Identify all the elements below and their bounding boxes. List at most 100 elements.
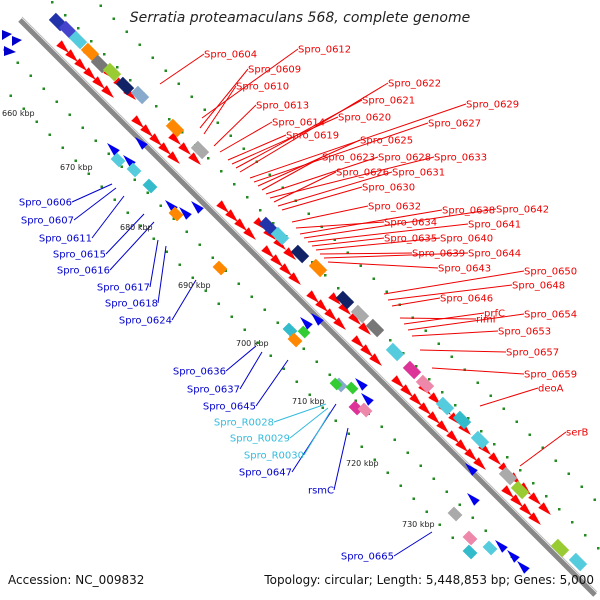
gene-label[interactable]: Spro_0648: [512, 281, 565, 292]
tick-dot: [354, 399, 357, 402]
tick-dot: [113, 198, 116, 201]
gene-label[interactable]: rimI: [476, 315, 496, 326]
gene-label[interactable]: Spro_0628: [378, 153, 431, 164]
gene-label[interactable]: Spro_0610: [236, 82, 289, 93]
gene-label[interactable]: Spro_0632: [368, 202, 421, 213]
gene-label[interactable]: Spro_0645: [203, 402, 256, 413]
tick-dot: [315, 360, 318, 363]
gene-label[interactable]: Spro_0637: [187, 385, 240, 396]
gene-label[interactable]: Spro_0620: [338, 113, 391, 124]
tick-dot: [424, 329, 427, 332]
leader-line: [399, 317, 477, 320]
tick-dot: [243, 328, 246, 331]
gene-label[interactable]: Spro_0611: [39, 234, 92, 245]
leader-line: [105, 213, 145, 255]
gene-label[interactable]: Spro_R0028: [214, 418, 274, 429]
gene-label[interactable]: Spro_0630: [362, 183, 415, 194]
gene-label[interactable]: serB: [566, 428, 588, 439]
forward-gene: [400, 384, 413, 397]
gene-label[interactable]: Spro_0639: [412, 249, 465, 260]
tick-dot: [116, 66, 119, 69]
tick-dot: [146, 191, 149, 194]
forward-gene: [328, 292, 341, 305]
gene-label[interactable]: Spro_0629: [466, 100, 519, 111]
forward-gene: [261, 245, 274, 258]
gene-label[interactable]: Spro_0634: [384, 218, 437, 229]
gene-label[interactable]: Spro_0633: [434, 153, 487, 164]
gene-label[interactable]: Spro_0657: [506, 348, 559, 359]
gene-label[interactable]: Spro_0644: [468, 249, 521, 260]
gene-label[interactable]: Spro_0646: [440, 294, 493, 305]
gene-label[interactable]: Spro_0659: [524, 370, 577, 381]
gene-label[interactable]: Spro_0638: [442, 206, 495, 217]
gene-label[interactable]: Spro_0621: [362, 96, 415, 107]
gene-label[interactable]: Spro_0631: [392, 168, 445, 179]
tick-dot: [467, 417, 470, 420]
tick-dot: [406, 451, 409, 454]
gene-label[interactable]: Spro_0607: [21, 216, 74, 227]
gene-label[interactable]: Spro_0622: [388, 79, 441, 90]
gene-label[interactable]: Spro_0627: [428, 119, 481, 130]
gene-label[interactable]: Spro_0619: [286, 131, 339, 142]
gene-block: [110, 152, 126, 168]
gene-label[interactable]: Spro_0617: [97, 283, 150, 294]
gene-label[interactable]: rsmC: [308, 486, 334, 497]
tick-dot: [307, 212, 310, 215]
gene-label[interactable]: Spro_0623: [322, 153, 375, 164]
gene-block: [462, 530, 478, 546]
gene-label[interactable]: Spro_0624: [119, 316, 172, 327]
gene-label[interactable]: Spro_0653: [498, 327, 551, 338]
leader-line: [199, 68, 249, 129]
gene-label[interactable]: Spro_0618: [105, 299, 158, 310]
forward-gene: [338, 302, 351, 315]
gene-label[interactable]: Spro_0609: [248, 65, 301, 76]
gene-label[interactable]: Spro_0636: [173, 367, 226, 378]
gene-label[interactable]: Spro_0614: [272, 118, 325, 129]
gene-label[interactable]: Spro_R0029: [230, 434, 290, 445]
leader-line: [109, 221, 155, 271]
leader-line: [91, 195, 125, 239]
gene-label[interactable]: Spro_0641: [468, 220, 521, 231]
gene-label[interactable]: Spro_0612: [298, 45, 351, 56]
gene-label[interactable]: Spro_0665: [341, 552, 394, 563]
tick-dot: [268, 173, 271, 176]
gene-label[interactable]: Spro_0616: [57, 266, 110, 277]
gene-label[interactable]: Spro_0643: [438, 264, 491, 275]
gene-label[interactable]: Spro_0635: [384, 234, 437, 245]
forward-gene: [56, 40, 69, 53]
gene-block: [287, 332, 303, 348]
leader-line: [157, 245, 167, 304]
gene-label[interactable]: Spro_0640: [440, 234, 493, 245]
forward-gene: [131, 115, 144, 128]
genome-summary-text: Topology: circular; Length: 5,448,853 bp…: [264, 573, 594, 587]
gene-label[interactable]: deoA: [538, 384, 564, 395]
gene-label[interactable]: Spro_R0030: [244, 451, 304, 462]
gene-label[interactable]: Spro_0642: [496, 205, 549, 216]
gene-label[interactable]: Spro_0647: [239, 468, 292, 479]
gene-label[interactable]: Spro_0613: [256, 101, 309, 112]
forward-gene: [234, 218, 247, 231]
tick-dot: [207, 157, 210, 160]
tick-dot: [276, 321, 279, 324]
gene-label[interactable]: Spro_0615: [53, 250, 106, 261]
tick-dot: [181, 131, 184, 134]
forward-gene: [510, 494, 523, 507]
gene-label[interactable]: Spro_0654: [524, 310, 577, 321]
tick-dot: [584, 534, 587, 537]
gene-label[interactable]: Spro_0604: [204, 50, 257, 61]
gene-block: [447, 506, 463, 522]
tick-dot: [308, 393, 311, 396]
gene-label[interactable]: Spro_0606: [19, 198, 72, 209]
tick-dot: [502, 407, 505, 410]
gene-label[interactable]: Spro_0626: [336, 168, 389, 179]
gene-block: [470, 430, 490, 450]
gene-label[interactable]: prfC: [484, 309, 505, 320]
tick-dot: [385, 290, 388, 293]
tick-dot: [519, 469, 522, 472]
gene-label[interactable]: Spro_0625: [360, 136, 413, 147]
tick-dot: [451, 536, 454, 539]
gene-block: [462, 544, 478, 560]
leader-line: [319, 252, 413, 255]
tick-dot: [126, 211, 129, 214]
gene-label[interactable]: Spro_0650: [524, 267, 577, 278]
